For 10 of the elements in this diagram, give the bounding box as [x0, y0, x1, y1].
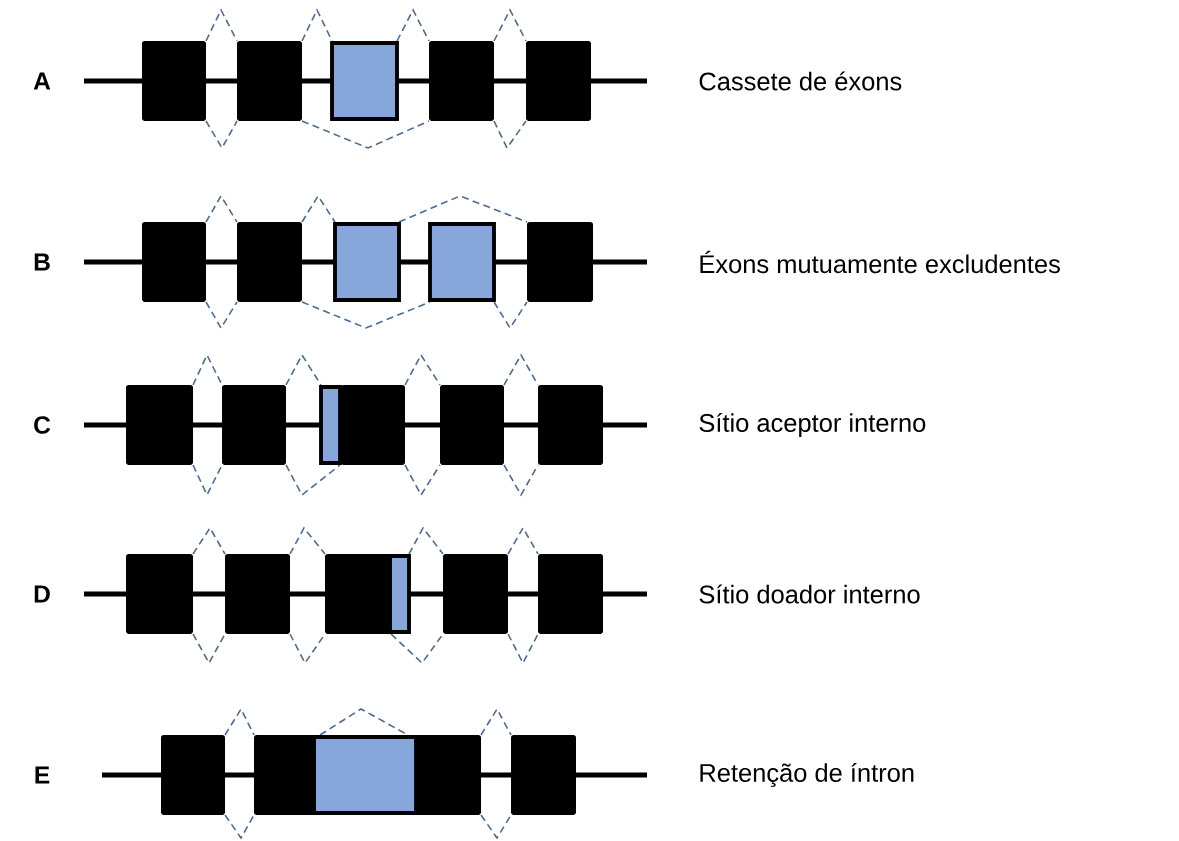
row-letter: D [34, 585, 50, 603]
variant-label: Retenção de íntron [700, 762, 914, 788]
variant-label: Sítio aceptor interno [699, 412, 926, 437]
row-letter: C [34, 416, 51, 434]
variant-label: Cassete de éxons [699, 71, 902, 91]
row-letter: B [34, 253, 50, 271]
row-letter: A [33, 72, 51, 90]
row-letter: E [35, 766, 50, 784]
variant-label: Sítio doador interno [699, 584, 920, 604]
variant-label: Éxons mutuamente excludentes [700, 250, 1060, 274]
